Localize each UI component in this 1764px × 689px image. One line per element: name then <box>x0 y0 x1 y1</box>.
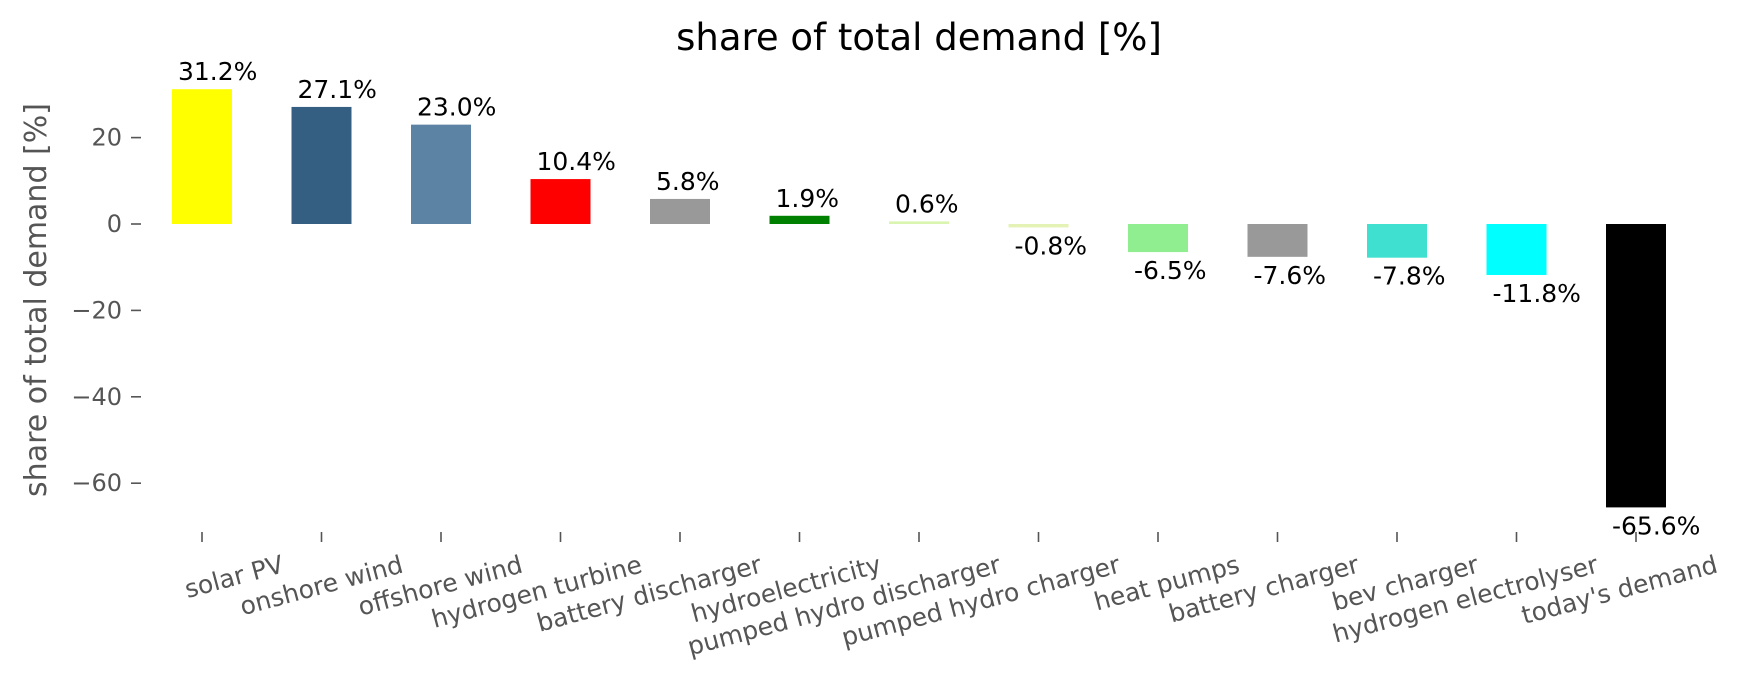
data-label: 23.0% <box>417 93 496 122</box>
bar <box>1008 224 1069 228</box>
y-tick-label: 20 <box>91 124 122 152</box>
bar <box>889 221 949 224</box>
data-label: -6.5% <box>1134 256 1207 285</box>
y-axis: 20 0 −20 −40 −60 <box>71 124 141 497</box>
y-tick-label: 0 <box>107 210 122 238</box>
data-label: -11.8% <box>1493 279 1581 308</box>
y-axis-label: share of total demand [%] <box>19 103 54 497</box>
bar <box>1367 224 1427 258</box>
y-tick-label: −20 <box>71 296 122 324</box>
bar <box>1128 224 1188 253</box>
bar <box>1606 224 1666 508</box>
bar <box>769 215 830 224</box>
bar <box>1486 224 1547 275</box>
bar <box>291 106 352 224</box>
bar <box>650 198 710 224</box>
data-label: -7.6% <box>1254 261 1327 290</box>
data-label: 1.9% <box>776 184 840 213</box>
data-label: 10.4% <box>537 147 616 176</box>
data-label: 5.8% <box>656 167 720 196</box>
y-tick-label: −40 <box>71 383 122 411</box>
y-tick-label: −60 <box>71 469 122 497</box>
data-label: -7.8% <box>1373 262 1446 291</box>
data-labels: 31.2% 27.1% 23.0% 10.4% 5.8% 1.9% 0.6% -0.8% -6.… <box>178 57 1700 540</box>
bars <box>172 89 1666 508</box>
data-label: 31.2% <box>178 57 257 86</box>
bar <box>411 124 471 224</box>
chart-title: share of total demand [%] <box>676 16 1162 59</box>
bar <box>172 89 232 224</box>
data-label: 0.6% <box>895 189 959 218</box>
data-label: -0.8% <box>1015 231 1088 260</box>
bar <box>530 179 591 224</box>
bar <box>1247 224 1308 257</box>
data-label: 27.1% <box>298 75 377 104</box>
data-label: -65.6% <box>1612 511 1700 540</box>
